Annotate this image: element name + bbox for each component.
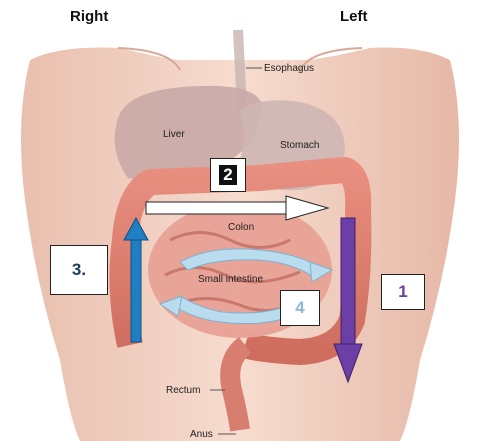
marker-3-box: 3. [50, 245, 108, 295]
anus-label: Anus [190, 429, 213, 440]
marker-1-box: 1 [381, 274, 425, 310]
marker-1-text: 1 [398, 282, 407, 302]
marker-2-box: 2 [210, 158, 246, 192]
esophagus-label: Esophagus [264, 63, 314, 74]
small-intestine-label: Small intestine [198, 274, 263, 285]
stomach-label: Stomach [280, 140, 319, 151]
marker-2-text: 2 [219, 165, 236, 185]
marker-3-text: 3. [72, 260, 86, 280]
rectum-label: Rectum [166, 385, 200, 396]
liver-label: Liver [163, 129, 185, 140]
marker-4-box: 4 [280, 290, 320, 326]
colon-label: Colon [228, 222, 254, 233]
marker-4-text: 4 [295, 298, 304, 318]
